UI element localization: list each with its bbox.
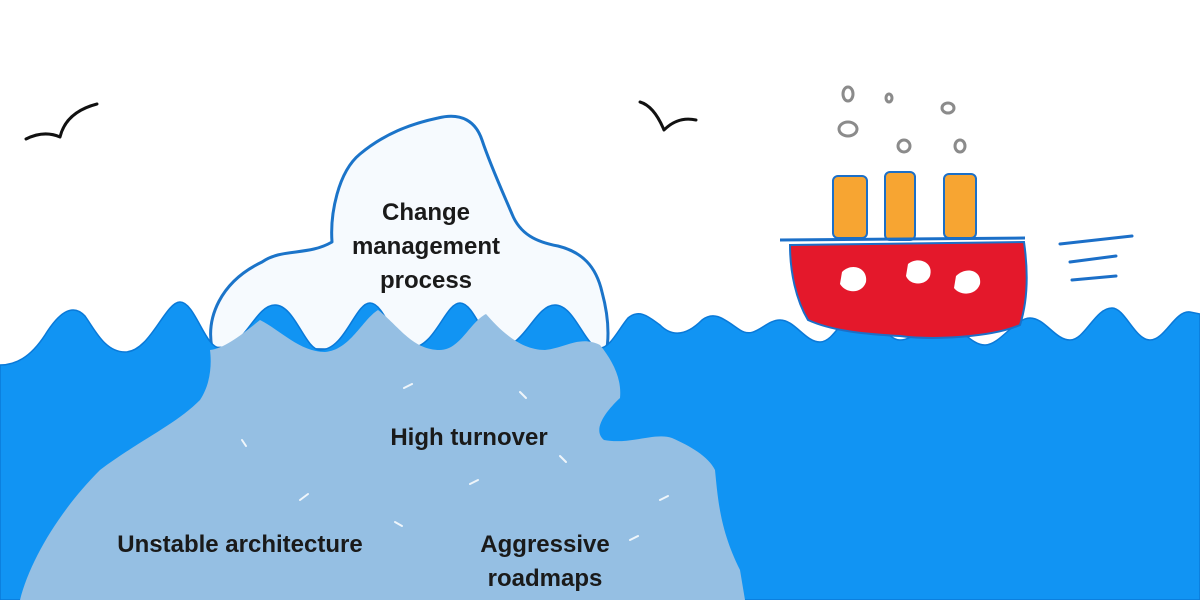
ship-funnel — [832, 175, 868, 239]
smoke-icon — [837, 85, 967, 154]
iceberg-underwater — [20, 310, 745, 600]
label-line: Change — [381, 199, 470, 226]
ship-funnel — [943, 173, 977, 239]
iceberg-tip — [209, 114, 610, 356]
speed-lines-icon — [1058, 234, 1134, 282]
ice-sketch-marks — [154, 383, 669, 547]
label-line: Aggressive — [480, 531, 610, 558]
label-line: management — [351, 233, 501, 260]
porthole — [906, 260, 931, 284]
bird-icon — [638, 100, 698, 132]
bird-icon — [24, 102, 99, 141]
label-line: High turnover — [390, 424, 548, 451]
high-turnover-label: High turnover — [369, 421, 569, 455]
ship-icon — [779, 171, 1028, 339]
label-line: roadmaps — [487, 565, 603, 592]
ship-hull — [788, 240, 1028, 339]
porthole — [840, 267, 867, 292]
porthole — [954, 270, 981, 294]
iceberg-tip-label: Change management process — [326, 196, 526, 298]
label-line: Unstable architecture — [117, 531, 363, 558]
label-line: process — [379, 267, 473, 294]
unstable-architecture-label: Unstable architecture — [90, 528, 390, 562]
aggressive-roadmaps-label: Aggressive roadmaps — [445, 528, 645, 596]
ship-funnel — [884, 171, 916, 241]
